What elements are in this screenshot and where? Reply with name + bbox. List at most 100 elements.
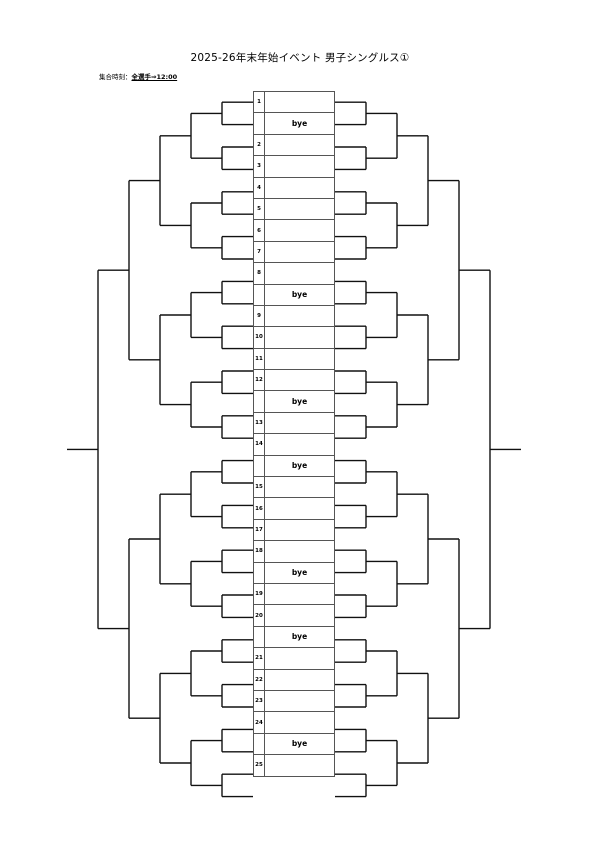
draw-number: 12 <box>253 369 265 392</box>
draw-slot-row: 4 <box>253 176 335 199</box>
player-name-cell[interactable] <box>264 582 335 606</box>
draw-number: 16 <box>253 497 265 520</box>
draw-slot-row: 25 <box>253 754 335 777</box>
assembly-time-value: 全選手⇒12:00 <box>131 73 178 81</box>
draw-number <box>253 625 265 649</box>
draw-slot-row: 21 <box>253 647 335 670</box>
player-name-cell[interactable]: bye <box>264 625 335 649</box>
player-name-cell[interactable] <box>264 133 335 157</box>
player-name-cell[interactable] <box>264 369 335 392</box>
player-name-cell[interactable]: bye <box>264 112 335 135</box>
draw-slot-row: 20 <box>253 604 335 627</box>
draw-number: 9 <box>253 304 265 328</box>
draw-number <box>253 390 265 413</box>
player-name-cell[interactable] <box>264 155 335 178</box>
player-name-cell[interactable] <box>264 518 335 542</box>
player-name-cell[interactable] <box>264 540 335 563</box>
player-name-cell[interactable]: bye <box>264 283 335 306</box>
player-name-cell[interactable]: bye <box>264 390 335 413</box>
draw-number <box>253 283 265 306</box>
draw-number: 4 <box>253 176 265 199</box>
draw-slot-row: 6 <box>253 219 335 242</box>
draw-slot-row: bye <box>253 561 335 584</box>
draw-number: 18 <box>253 540 265 563</box>
draw-number: 3 <box>253 155 265 178</box>
draw-slot-row: 1 <box>253 90 335 114</box>
draw-number: 1 <box>253 90 265 114</box>
player-name-cell[interactable] <box>264 347 335 371</box>
player-name-cell[interactable] <box>264 262 335 285</box>
player-name-cell[interactable]: bye <box>264 732 335 756</box>
draw-slot-row: 17 <box>253 518 335 542</box>
draw-slot-row: 13 <box>253 411 335 435</box>
draw-slot-row: bye <box>253 625 335 649</box>
draw-number <box>253 112 265 135</box>
player-name-cell[interactable] <box>264 90 335 114</box>
draw-slot-row: 7 <box>253 240 335 264</box>
player-name-cell[interactable] <box>264 754 335 777</box>
draw-number: 15 <box>253 476 265 499</box>
draw-slot-row: 5 <box>253 197 335 221</box>
player-name-cell[interactable] <box>264 176 335 199</box>
draw-number <box>253 561 265 584</box>
draw-slot-row: 10 <box>253 326 335 349</box>
player-name-cell[interactable] <box>264 197 335 221</box>
draw-number: 13 <box>253 411 265 435</box>
draw-slot-row: 3 <box>253 155 335 178</box>
draw-slot-row: bye <box>253 390 335 413</box>
draw-number <box>253 732 265 756</box>
player-name-cell[interactable] <box>264 668 335 691</box>
draw-slot-row: 22 <box>253 668 335 691</box>
draw-number: 19 <box>253 582 265 606</box>
draw-slot-row: bye <box>253 112 335 135</box>
draw-slot-row: 8 <box>253 262 335 285</box>
draw-slot-row: 11 <box>253 347 335 371</box>
draw-slot-row: 23 <box>253 689 335 713</box>
player-name-cell[interactable] <box>264 689 335 713</box>
draw-number: 17 <box>253 518 265 542</box>
draw-slot-row: 9 <box>253 304 335 328</box>
assembly-time: 集合時刻：全選手⇒12:00 <box>99 71 177 81</box>
draw-number: 8 <box>253 262 265 285</box>
player-name-cell[interactable] <box>264 219 335 242</box>
player-name-cell[interactable] <box>264 304 335 328</box>
draw-slot-row: 12 <box>253 369 335 392</box>
draw-number: 7 <box>253 240 265 264</box>
draw-slot-row: 24 <box>253 711 335 734</box>
draw-slot-row: bye <box>253 283 335 306</box>
draw-number: 22 <box>253 668 265 691</box>
draw-slot-row: 15 <box>253 476 335 499</box>
draw-number: 6 <box>253 219 265 242</box>
draw-number: 23 <box>253 689 265 713</box>
draw-slot-row: 14 <box>253 433 335 456</box>
draw-slot-row: 18 <box>253 540 335 563</box>
draw-slot-row: bye <box>253 454 335 478</box>
draw-number: 25 <box>253 754 265 777</box>
player-name-cell[interactable] <box>264 411 335 435</box>
draw-number: 14 <box>253 433 265 456</box>
player-name-cell[interactable]: bye <box>264 561 335 584</box>
player-name-cell[interactable] <box>264 711 335 734</box>
player-name-cell[interactable] <box>264 476 335 499</box>
player-name-cell[interactable] <box>264 647 335 670</box>
player-name-cell[interactable] <box>264 497 335 520</box>
player-name-cell[interactable] <box>264 604 335 627</box>
page-title: 2025-26年末年始イベント 男子シングルス① <box>190 52 410 64</box>
draw-slot-row: bye <box>253 732 335 756</box>
draw-number: 11 <box>253 347 265 371</box>
draw-number: 20 <box>253 604 265 627</box>
player-name-cell[interactable]: bye <box>264 454 335 478</box>
player-name-cell[interactable] <box>264 326 335 349</box>
draw-number: 21 <box>253 647 265 670</box>
assembly-time-label: 集合時刻： <box>99 73 132 81</box>
draw-number: 5 <box>253 197 265 221</box>
draw-slot-row: 2 <box>253 133 335 157</box>
draw-number: 10 <box>253 326 265 349</box>
player-name-cell[interactable] <box>264 433 335 456</box>
draw-slot-row: 16 <box>253 497 335 520</box>
player-name-cell[interactable] <box>264 240 335 264</box>
draw-number: 2 <box>253 133 265 157</box>
